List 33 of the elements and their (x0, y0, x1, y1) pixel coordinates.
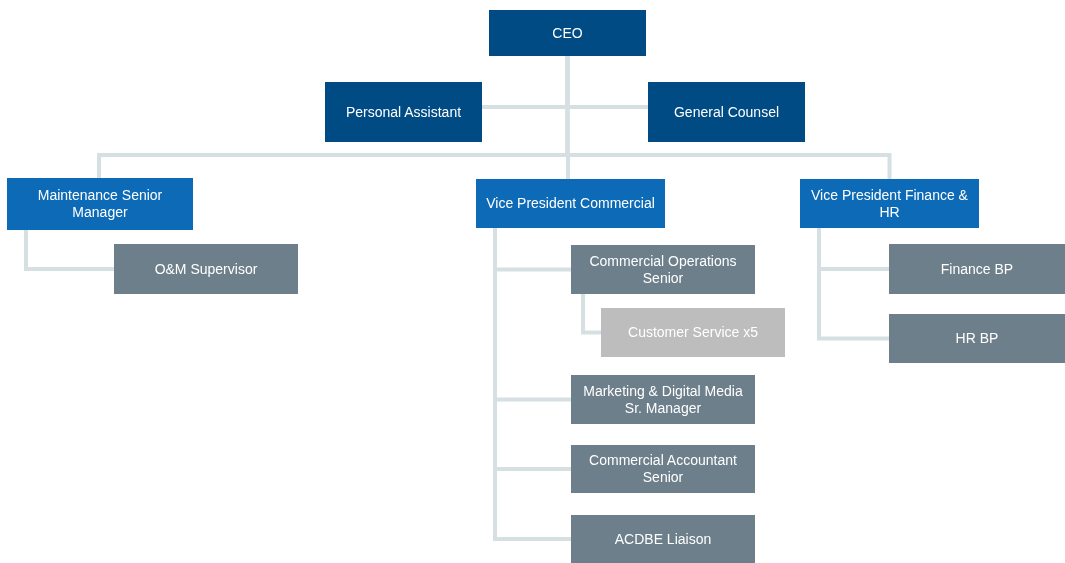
position-box (476, 179, 665, 228)
position-box (489, 10, 646, 56)
position-box (889, 244, 1065, 294)
position-box (648, 82, 805, 142)
position-title: Maintenance Senior Manager (36, 187, 164, 221)
position-box (601, 308, 785, 357)
position-title: ACDBE Liaison (614, 530, 712, 548)
position-box (571, 375, 755, 424)
position-box (7, 178, 193, 230)
connector-line (581, 294, 601, 335)
position-box (571, 515, 755, 563)
position-title: General Counsel (673, 103, 780, 121)
connector-line (817, 228, 889, 341)
position-box (889, 314, 1065, 363)
position-title: Personal Assistant (345, 103, 462, 121)
position-title: HR BP (955, 330, 999, 347)
connector-line (24, 230, 114, 271)
position-box (571, 245, 755, 294)
position-title: Customer Service x5 (628, 324, 758, 341)
position-title: CEO (552, 24, 583, 42)
position-title: Vice President Finance & HR (810, 186, 969, 221)
position-box (114, 244, 298, 294)
position-title: Vice President Commercial (486, 195, 655, 212)
position-box (571, 445, 755, 493)
position-box (800, 179, 979, 228)
connector-line (565, 56, 892, 179)
position-title: O&M Supervisor (154, 260, 258, 278)
position-title: Marketing & Digital Media Sr. Manager (582, 382, 744, 417)
position-box (325, 82, 482, 142)
connector-line (493, 228, 571, 541)
position-title: Commercial Accountant Senior (588, 452, 738, 486)
position-title: Finance BP (940, 260, 1014, 278)
position-title: Commercial Operations Senior (588, 252, 738, 287)
